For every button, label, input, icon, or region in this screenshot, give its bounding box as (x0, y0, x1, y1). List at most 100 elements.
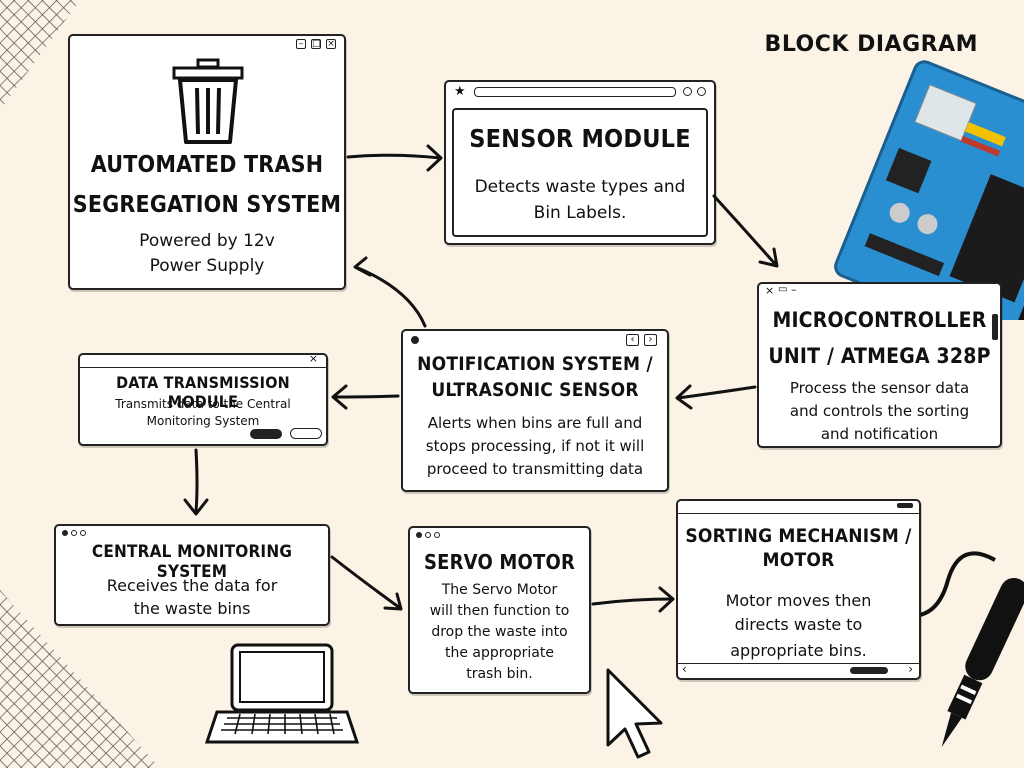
star-icon: ★ (454, 84, 466, 99)
filled-button-shape (250, 429, 282, 439)
arrowhead (426, 144, 443, 172)
window-icon: ▭ (778, 284, 788, 295)
laptop-icon (205, 643, 360, 744)
node-title-line-1: NOTIFICATION SYSTEM / (417, 353, 653, 375)
arrowhead (331, 384, 348, 410)
node-body-line-3: appropriate bins. (730, 641, 867, 660)
window-titlebar (410, 528, 589, 544)
node-body-line-3: proceed to transmitting data (426, 460, 644, 478)
scrollbar (992, 314, 998, 340)
node-body-line-3: drop the waste into (431, 624, 568, 640)
node-title: SENSOR MODULE (469, 124, 691, 153)
browser-bar: ★ (446, 82, 714, 102)
node-body-line-1: Receives the data for (106, 576, 278, 595)
address-bar (474, 87, 676, 97)
arrow-notify-to-data (332, 394, 400, 399)
node-automated-trash-segregation-system: – □ × AUTOMATED TRASH SEGREGATION SYSTEM… (68, 34, 346, 290)
node-title-line-2: ULTRASONIC SENSOR (431, 379, 639, 401)
node-body-line-2: Bin Labels. (533, 203, 627, 223)
close-icon: × (765, 284, 775, 297)
arrowhead (383, 592, 403, 611)
dot-icon (71, 530, 77, 536)
dot-icon (425, 532, 431, 538)
minimize-icon: – (296, 39, 306, 49)
node-servo-motor: SERVO MOTOR The Servo Motor will then fu… (408, 526, 591, 694)
node-body-line-1: Motor moves then (725, 591, 872, 610)
arrow-notify-to-trash (356, 266, 427, 328)
node-body-line-1: Powered by 12v (139, 231, 275, 251)
chevron-left-icon: ‹ (682, 662, 687, 676)
node-body-line-2: and controls the sorting (789, 402, 970, 420)
chevron-left-icon: ‹ (626, 334, 639, 346)
node-title-line-2: MOTOR (762, 549, 835, 571)
node-notification-system: ‹ › NOTIFICATION SYSTEM / ULTRASONIC SEN… (401, 329, 669, 492)
dot-icon (434, 532, 440, 538)
inner-panel: SENSOR MODULE Detects waste types and Bi… (452, 108, 708, 237)
node-microcontroller-unit: × ▭ – MICROCONTROLLER UNIT / ATMEGA 328P… (757, 282, 1002, 448)
titlebar-handle (897, 503, 913, 508)
node-body-line-1: The Servo Motor (441, 582, 558, 598)
circle-icon (683, 87, 692, 96)
dot-icon (62, 530, 68, 536)
node-body-line-1: Alerts when bins are full and (427, 414, 643, 432)
node-body-line-2: will then function to (429, 603, 570, 619)
node-title-line-1: MICROCONTROLLER (772, 308, 987, 332)
node-data-transmission-module: × DATA TRANSMISSION MODULE Transmits dat… (78, 352, 328, 446)
window-titlebar: – □ × (70, 36, 344, 52)
dot-icon (80, 530, 86, 536)
arrowhead (758, 247, 779, 268)
minimize-icon: – (791, 283, 797, 296)
arrow-sensor-to-micro (712, 194, 778, 267)
diagram-title: BLOCK DIAGRAM (764, 32, 978, 57)
arrow-data-to-central (194, 448, 199, 514)
node-title-line-2: SEGREGATION SYSTEM (72, 192, 342, 218)
window-titlebar: × (80, 352, 326, 368)
grid-pattern-top-left (0, 0, 80, 110)
outline-button-shape (290, 428, 322, 439)
window-titlebar: ‹ › (403, 331, 667, 347)
scrollbar-thumb (850, 667, 888, 674)
dot-icon (411, 336, 419, 344)
node-body-line-1: Detects waste types and (474, 177, 686, 197)
window-titlebar: × ▭ – (759, 283, 1000, 300)
window-titlebar (56, 526, 328, 542)
node-body-line-1: Transmits data to the Central (115, 397, 291, 411)
mouse-cursor-icon (606, 668, 663, 759)
node-body-line-5: trash bin. (466, 666, 533, 682)
node-title: CENTRAL MONITORING SYSTEM (91, 542, 293, 583)
arrow-trash-to-sensor (346, 153, 442, 160)
close-icon: × (326, 39, 336, 49)
node-central-monitoring-system: CENTRAL MONITORING SYSTEM Receives the d… (54, 524, 330, 626)
circle-icon (697, 87, 706, 96)
horizontal-scrollbar: ‹ › (678, 662, 919, 678)
arrow-micro-to-notify (676, 385, 757, 400)
arrowhead (183, 498, 209, 516)
arrow-servo-to-sorting (591, 597, 674, 606)
node-title-line-1: AUTOMATED TRASH (90, 152, 324, 178)
arduino-board-illustration (834, 60, 1024, 320)
arrowhead (675, 384, 693, 410)
arrow-central-to-servo (330, 555, 402, 610)
dot-icon (416, 532, 422, 538)
close-icon: × (308, 352, 318, 365)
node-title: SERVO MOTOR (423, 550, 576, 574)
soldering-iron-illustration (919, 551, 1024, 747)
node-body-line-2: directs waste to (734, 615, 863, 634)
node-body-line-2: Monitoring System (146, 414, 260, 428)
node-title-line-1: SORTING MECHANISM / (685, 525, 912, 547)
window-titlebar (678, 501, 919, 514)
node-sensor-module: ★ SENSOR MODULE Detects waste types and … (444, 80, 716, 245)
node-title-line-2: UNIT / ATMEGA 328P (768, 344, 991, 368)
node-body-line-1: Process the sensor data (789, 379, 970, 397)
node-title: DATA TRANSMISSION MODULE (116, 373, 290, 412)
node-body-line-2: stops processing, if not it will (425, 437, 645, 455)
maximize-icon: □ (311, 39, 321, 49)
trash-can-icon (172, 58, 244, 144)
arrowhead (353, 256, 372, 277)
node-body-line-2: Power Supply (149, 256, 265, 276)
arrowhead (658, 586, 675, 613)
node-sorting-mechanism: SORTING MECHANISM / MOTOR Motor moves th… (676, 499, 921, 680)
node-body-line-2: the waste bins (133, 599, 251, 618)
chevron-right-icon: › (644, 334, 657, 346)
